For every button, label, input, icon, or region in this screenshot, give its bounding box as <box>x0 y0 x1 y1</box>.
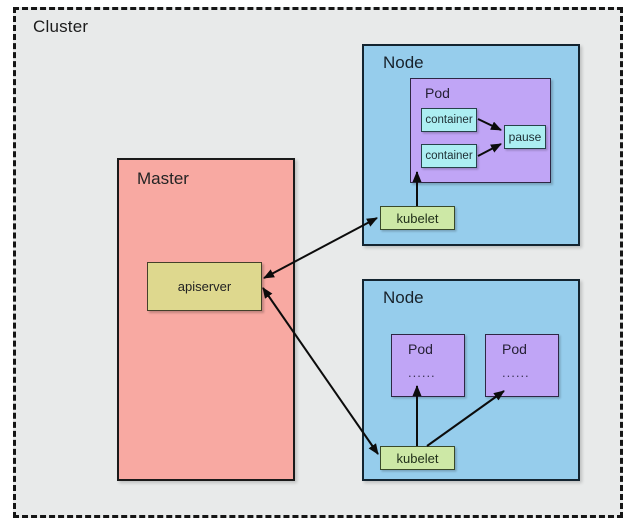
node-bottom-kubelet-box: kubelet <box>380 446 455 470</box>
node-bottom-pod-2-box: Pod ...... <box>485 334 559 397</box>
node-bottom-pod-1-label: Pod <box>408 341 433 357</box>
node-bottom-pod-2-dots: ...... <box>502 365 530 380</box>
apiserver-box: apiserver <box>147 262 262 311</box>
node-bottom-pod-2-label: Pod <box>502 341 527 357</box>
node-top-pod-label: Pod <box>425 85 450 101</box>
container-box-1: container <box>421 108 477 132</box>
node-bottom-pod-1-box: Pod ...... <box>391 334 465 397</box>
master-label: Master <box>137 169 189 188</box>
node-top-label: Node <box>383 53 424 72</box>
node-bottom-label: Node <box>383 288 424 307</box>
pause-box: pause <box>504 125 546 149</box>
master-box: Master <box>117 158 295 481</box>
container-box-2: container <box>421 144 477 168</box>
cluster-label: Cluster <box>33 17 89 36</box>
node-top-kubelet-box: kubelet <box>380 206 455 230</box>
node-bottom-pod-1-dots: ...... <box>408 365 436 380</box>
